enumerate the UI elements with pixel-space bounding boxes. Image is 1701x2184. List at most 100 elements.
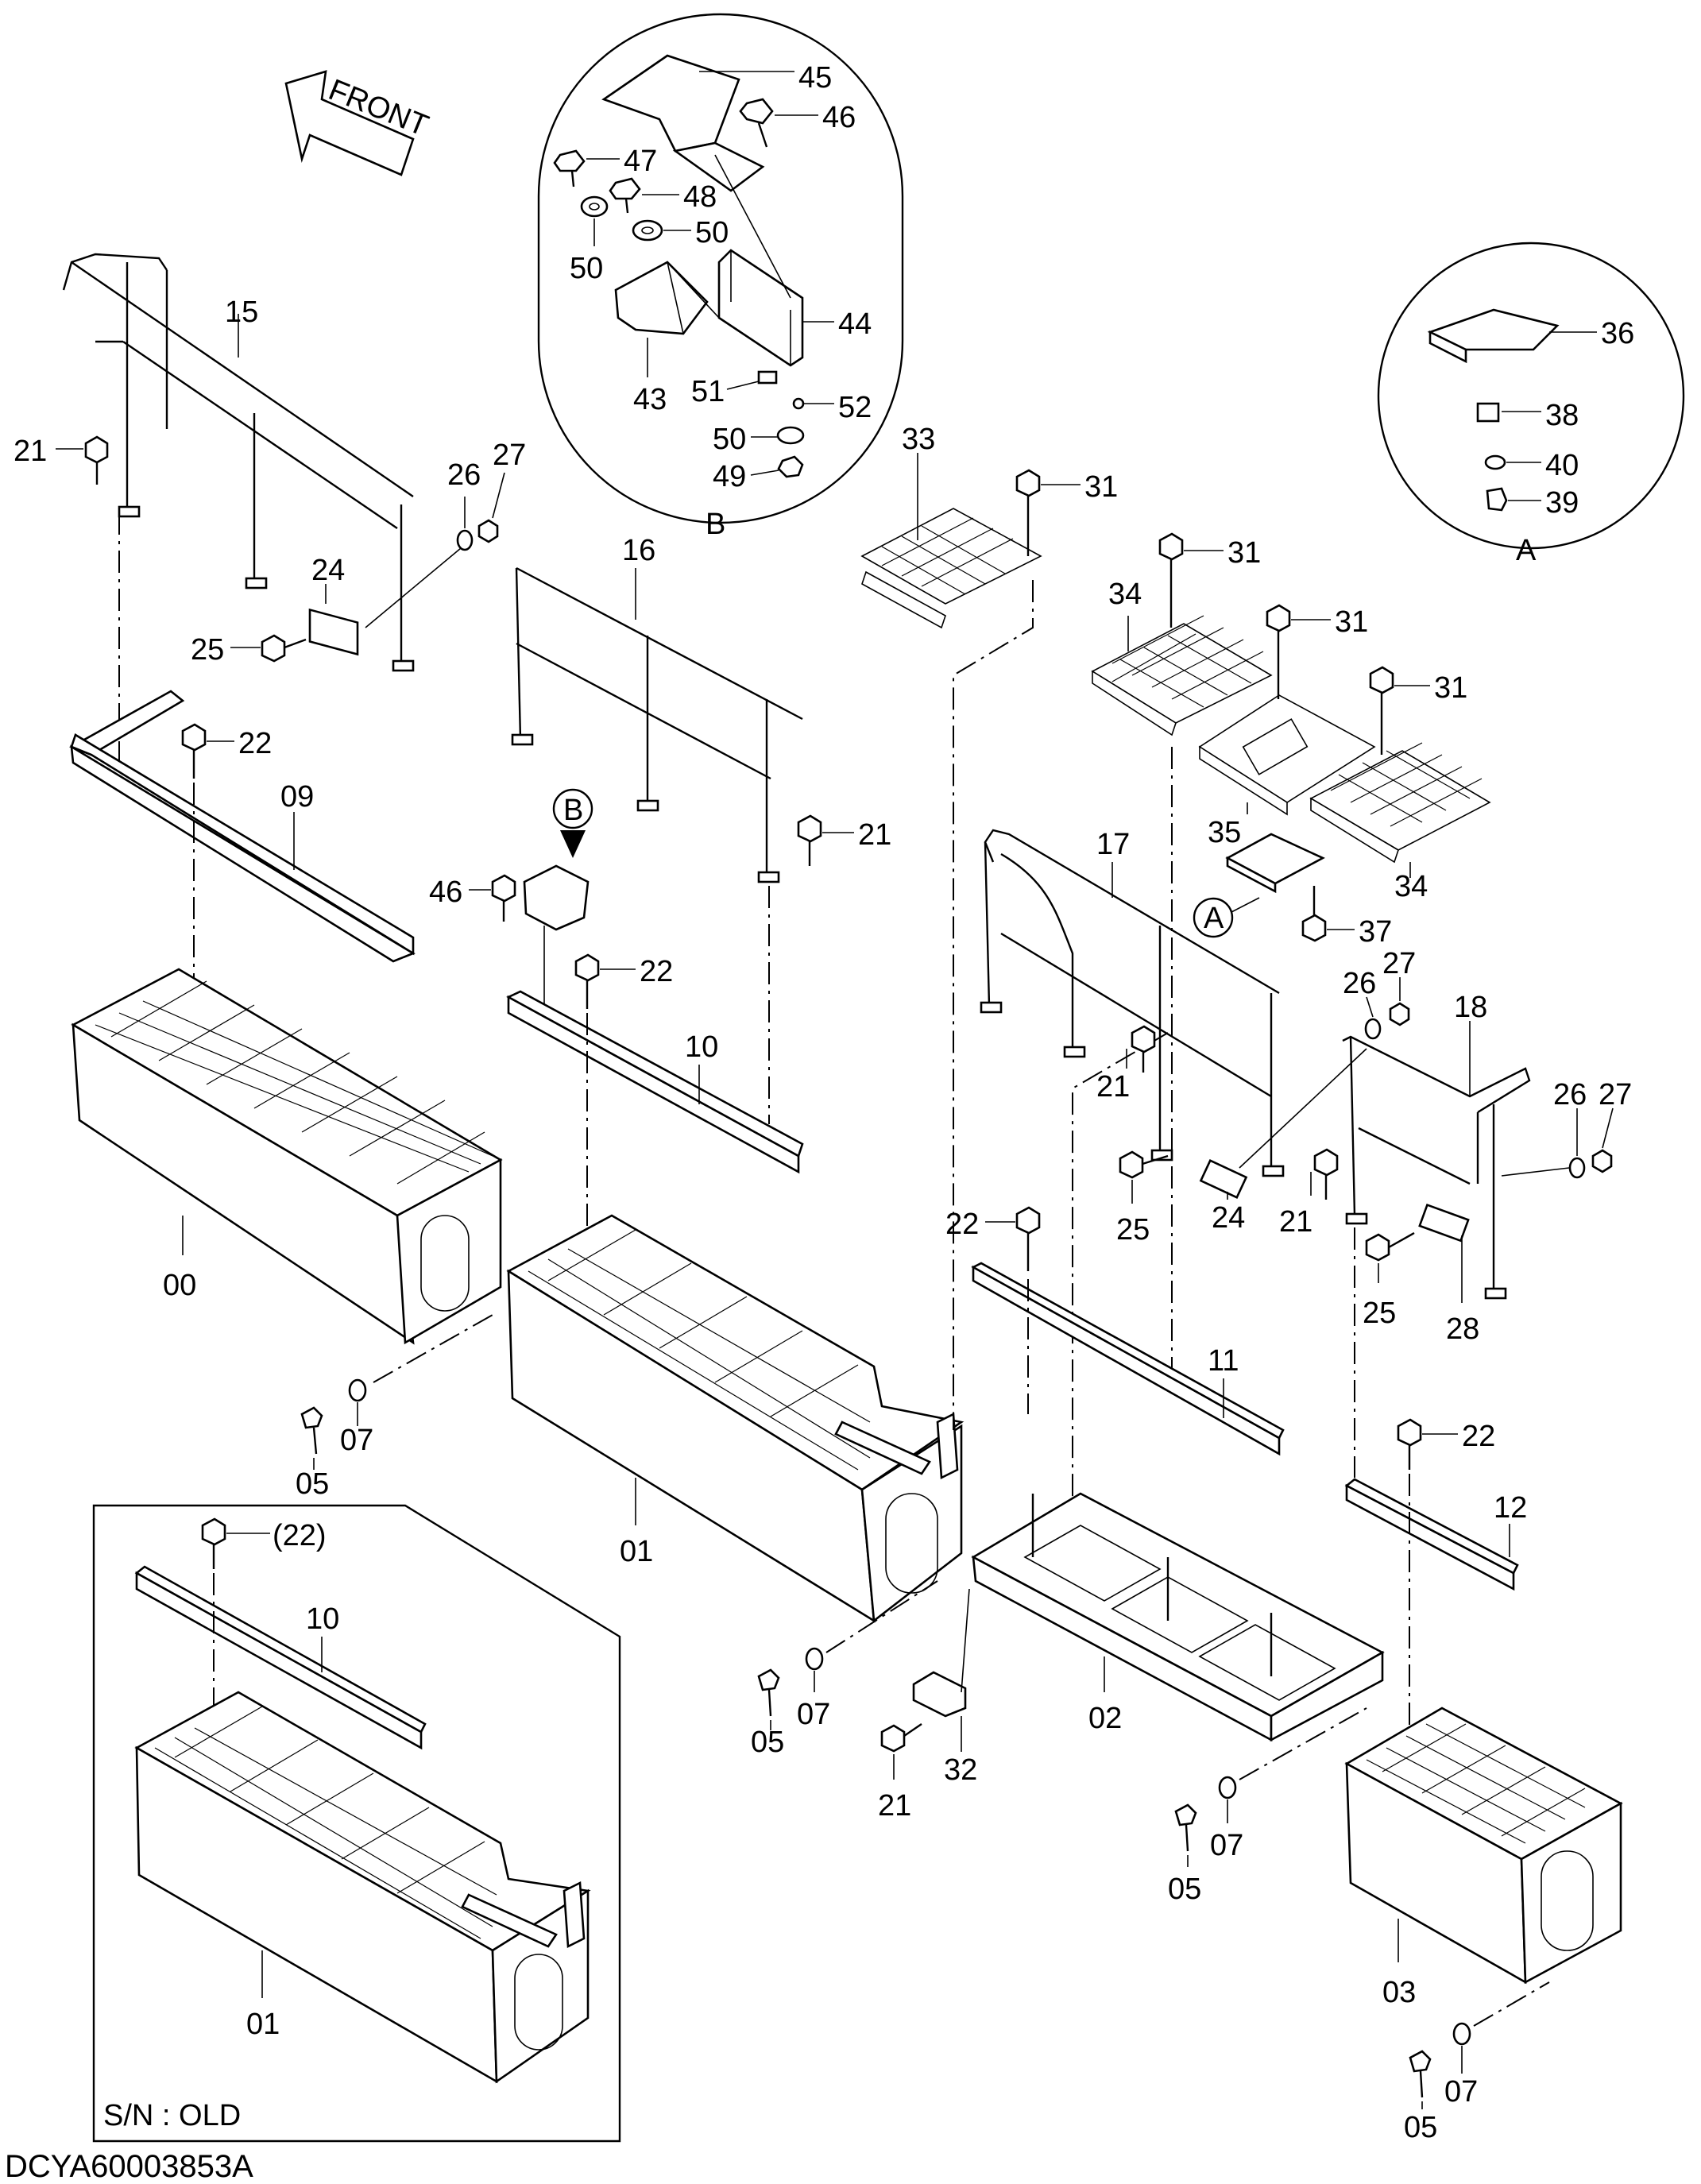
- callout-p09: 09: [280, 780, 314, 814]
- grating-33: [860, 508, 1042, 629]
- channel-11: [971, 1262, 1285, 1456]
- callout-p22_old: (22): [273, 1519, 327, 1552]
- callout-p21e: 21: [878, 1789, 911, 1823]
- callout-p07d: 07: [1444, 2075, 1478, 2109]
- callout-p07b: 07: [797, 1698, 830, 1731]
- grating-34-a: [1091, 615, 1273, 736]
- bolt-31-icon: [1158, 532, 1184, 628]
- channel-10: [506, 990, 804, 1174]
- callout-p28: 28: [1446, 1312, 1479, 1346]
- callout-p35: 35: [1208, 816, 1241, 849]
- channel-09: [68, 690, 416, 963]
- bolt-31-icon: [1369, 666, 1394, 755]
- bracket-44: [717, 249, 804, 367]
- bolt-05-icon: [1409, 2050, 1432, 2098]
- callout-p21c: 21: [1096, 1070, 1130, 1104]
- bolt-21-icon: [797, 814, 822, 866]
- callout-p21a: 21: [14, 435, 47, 468]
- callout-p46b: 46: [429, 876, 462, 909]
- callout-p49: 49: [713, 460, 746, 493]
- cover-45-installed: [523, 864, 590, 931]
- bolt-25-icon: [261, 634, 307, 663]
- callout-p25a: 25: [191, 633, 224, 667]
- bolt-05-icon: [1174, 1803, 1197, 1852]
- callout-p07a: 07: [340, 1424, 373, 1457]
- callout-p36: 36: [1601, 317, 1634, 350]
- bolt-22-icon: [181, 723, 207, 779]
- callout-p51: 51: [691, 375, 725, 408]
- callout-p10: 10: [685, 1030, 718, 1064]
- callout-p50c: 50: [713, 423, 746, 456]
- detail-a-letter: A: [1516, 534, 1537, 567]
- detail-a-callout: A 36 38 40 39: [1377, 242, 1685, 567]
- bolt-46-icon: [491, 874, 516, 922]
- callout-p48: 48: [683, 180, 717, 214]
- callout-p01_old: 01: [246, 2008, 280, 2041]
- callout-p33: 33: [902, 423, 935, 456]
- channel-12: [1344, 1478, 1519, 1591]
- handrail-17: [980, 829, 1285, 1177]
- callout-p27b: 27: [1382, 947, 1416, 980]
- sn-old-inset: S/N : OLD (22) 10 01: [92, 1504, 621, 2143]
- callout-p01: 01: [620, 1535, 653, 1568]
- front-arrow-icon: FRONT: [284, 70, 433, 176]
- cover-45: [601, 54, 765, 192]
- handrail-15: [62, 253, 415, 672]
- grating-34-b: [1309, 742, 1491, 864]
- callout-p46: 46: [822, 101, 856, 134]
- callout-p21b: 21: [858, 818, 891, 852]
- callout-p34a: 34: [1108, 578, 1142, 611]
- callout-p22b: 22: [640, 955, 673, 988]
- bolt-31-icon: [1266, 604, 1291, 699]
- callout-p44: 44: [838, 307, 872, 341]
- callout-p45: 45: [798, 61, 832, 95]
- step-box-01-old: [134, 1691, 591, 2084]
- callout-p31a: 31: [1084, 470, 1118, 504]
- detail-b-callout: B 45 46 47 48 50: [537, 13, 904, 541]
- callout-p18: 18: [1454, 991, 1487, 1024]
- bolt-05-icon: [757, 1668, 780, 1717]
- callout-p37: 37: [1359, 915, 1392, 949]
- callout-p03: 03: [1382, 1976, 1416, 2009]
- handrail-16: [511, 566, 803, 883]
- grating-35: [1198, 694, 1376, 816]
- callout-p38: 38: [1545, 399, 1579, 432]
- callout-p02: 02: [1088, 1702, 1122, 1735]
- callout-p24a: 24: [311, 554, 345, 587]
- callout-p52: 52: [838, 391, 872, 424]
- callout-p50a: 50: [570, 252, 603, 285]
- bolt-21-icon: [880, 1723, 922, 1753]
- ref-a-letter: A: [1204, 902, 1224, 935]
- bolt-25-icon: [1119, 1150, 1169, 1179]
- handrail-18: [1342, 1035, 1531, 1300]
- callout-p50b: 50: [695, 216, 729, 249]
- channel-10-old: [134, 1565, 427, 1750]
- bracket-32: [912, 1671, 967, 1718]
- callout-p47: 47: [624, 145, 657, 178]
- callout-p34b: 34: [1394, 870, 1428, 903]
- step-box-00: [71, 968, 503, 1345]
- callout-p00: 00: [163, 1269, 196, 1302]
- callout-p25c: 25: [1363, 1297, 1396, 1330]
- callout-p40: 40: [1545, 449, 1579, 482]
- bolt-47-icon: [553, 149, 586, 187]
- step-box-01: [506, 1214, 965, 1623]
- callout-p31d: 31: [1434, 671, 1467, 705]
- bolt-22-icon: [574, 953, 600, 1009]
- callout-p27a: 27: [493, 439, 526, 472]
- bolt-21-icon: [1313, 1148, 1339, 1200]
- callout-p25b: 25: [1116, 1213, 1150, 1247]
- callout-p22a: 22: [238, 727, 272, 760]
- callout-p43: 43: [633, 383, 667, 416]
- callout-p26a: 26: [447, 458, 481, 492]
- bolt-21-icon: [1131, 1025, 1156, 1073]
- ref-b-letter: B: [563, 794, 583, 827]
- callout-p22d: 22: [1462, 1420, 1495, 1453]
- callout-p05b: 05: [751, 1726, 784, 1759]
- bolt-31-icon: [1015, 469, 1041, 556]
- callout-p26c: 26: [1553, 1078, 1587, 1111]
- bolt-22-icon: [1397, 1418, 1422, 1470]
- step-box-03: [1344, 1707, 1623, 1985]
- callout-p39: 39: [1545, 486, 1579, 520]
